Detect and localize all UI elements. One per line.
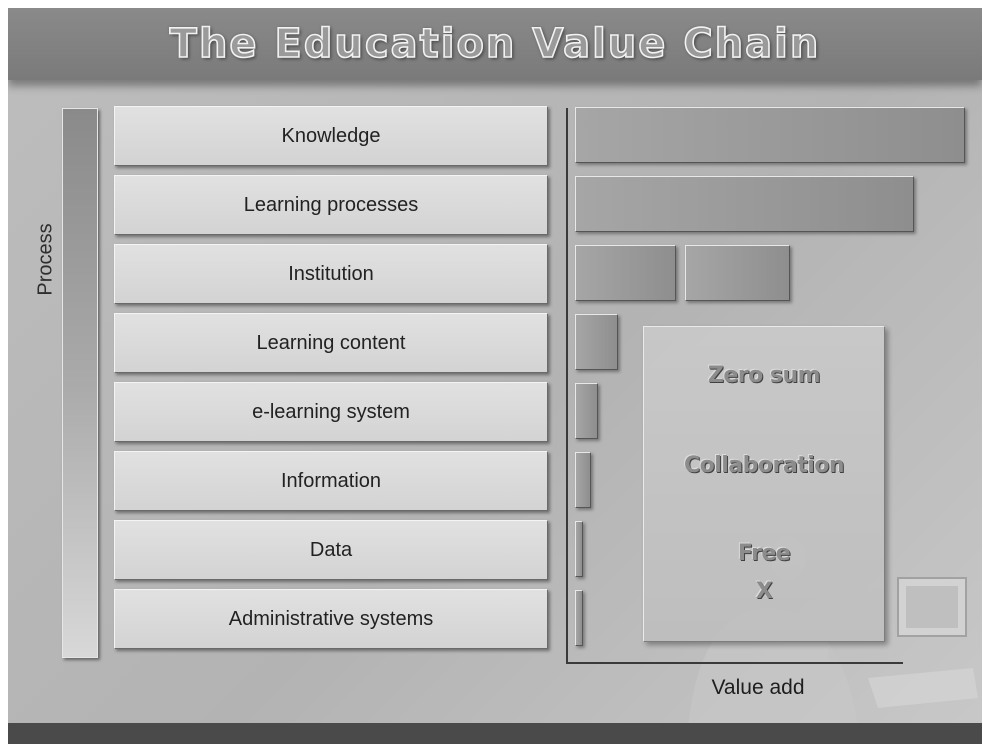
overlay-x: X — [755, 579, 773, 604]
value-axis-vertical — [566, 108, 568, 664]
process-axis-label: Process — [34, 223, 57, 296]
bar-institution-a — [575, 245, 676, 301]
slide: The Education Value Chain Process Knowle… — [8, 8, 982, 744]
bar-administrative-systems — [575, 590, 583, 646]
bar-information — [575, 452, 591, 508]
value-axis-horizontal — [566, 662, 903, 664]
row-learning-content: Learning content — [114, 313, 548, 373]
bar-learning-content — [575, 314, 618, 370]
bar-e-learning-system — [575, 383, 598, 439]
bar-knowledge — [575, 107, 965, 163]
title-bar: The Education Value Chain — [8, 8, 982, 80]
slide-title: The Education Value Chain — [169, 20, 821, 68]
row-knowledge: Knowledge — [114, 106, 548, 166]
overlay-panel: Zero sum Collaboration Free X — [643, 326, 885, 642]
row-e-learning-system: e-learning system — [114, 382, 548, 442]
row-administrative-systems: Administrative systems — [114, 589, 548, 649]
bar-data — [575, 521, 583, 577]
bar-institution-b — [685, 245, 790, 301]
row-institution: Institution — [114, 244, 548, 304]
overlay-collaboration: Collaboration — [683, 453, 845, 478]
row-learning-processes: Learning processes — [114, 175, 548, 235]
footer-bar — [8, 723, 982, 744]
row-information: Information — [114, 451, 548, 511]
row-data: Data — [114, 520, 548, 580]
value-add-label: Value add — [711, 676, 805, 699]
bar-learning-processes — [575, 176, 914, 232]
overlay-free: Free — [737, 541, 791, 566]
process-axis-bar — [62, 108, 98, 658]
overlay-zero-sum: Zero sum — [707, 363, 821, 388]
